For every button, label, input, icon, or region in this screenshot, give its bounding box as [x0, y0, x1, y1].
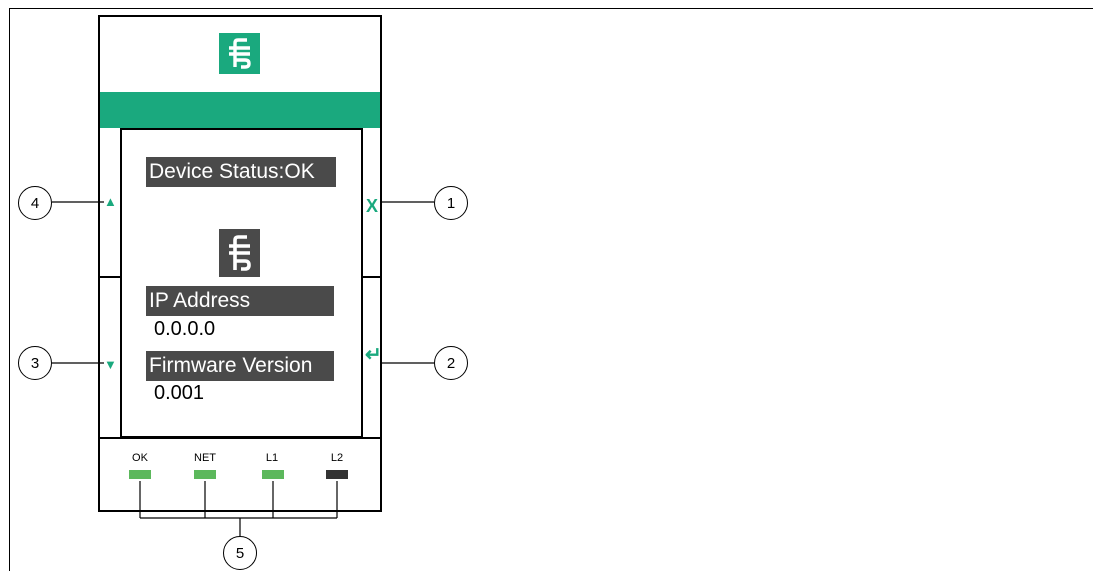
led-label-ok: OK	[132, 452, 148, 464]
close-x-icon[interactable]: X	[366, 196, 379, 216]
up-arrow-icon[interactable]: ▲	[104, 194, 117, 209]
device-status-label: Device Status:OK	[146, 157, 336, 187]
callout-2: 2	[434, 346, 468, 380]
enter-icon[interactable]: ↵	[365, 344, 382, 366]
led-l1	[262, 470, 284, 479]
figure-frame	[9, 8, 1093, 571]
pepperl-fuchs-logo-icon	[219, 229, 260, 277]
pepperl-fuchs-logo-icon	[219, 33, 260, 74]
firmware-version-value: 0.001	[154, 382, 205, 404]
callout-1: 1	[434, 186, 468, 220]
led-l2	[326, 470, 348, 479]
led-ok	[129, 470, 151, 479]
led-net	[194, 470, 216, 479]
firmware-version-label: Firmware Version	[146, 351, 334, 381]
left-button-divider	[100, 276, 120, 278]
callout-4: 4	[18, 186, 52, 220]
led-label-net: NET	[194, 452, 216, 464]
callout-5: 5	[223, 536, 257, 570]
brand-band	[100, 92, 380, 128]
ip-address-value: 0.0.0.0	[154, 318, 216, 340]
led-section-divider	[100, 437, 380, 439]
callout-3: 3	[18, 346, 52, 380]
led-label-l1: L1	[265, 452, 279, 464]
right-button-divider	[363, 276, 380, 278]
down-arrow-icon[interactable]: ▼	[104, 357, 117, 372]
led-label-l2: L2	[330, 452, 344, 464]
ip-address-label: IP Address	[146, 286, 334, 316]
